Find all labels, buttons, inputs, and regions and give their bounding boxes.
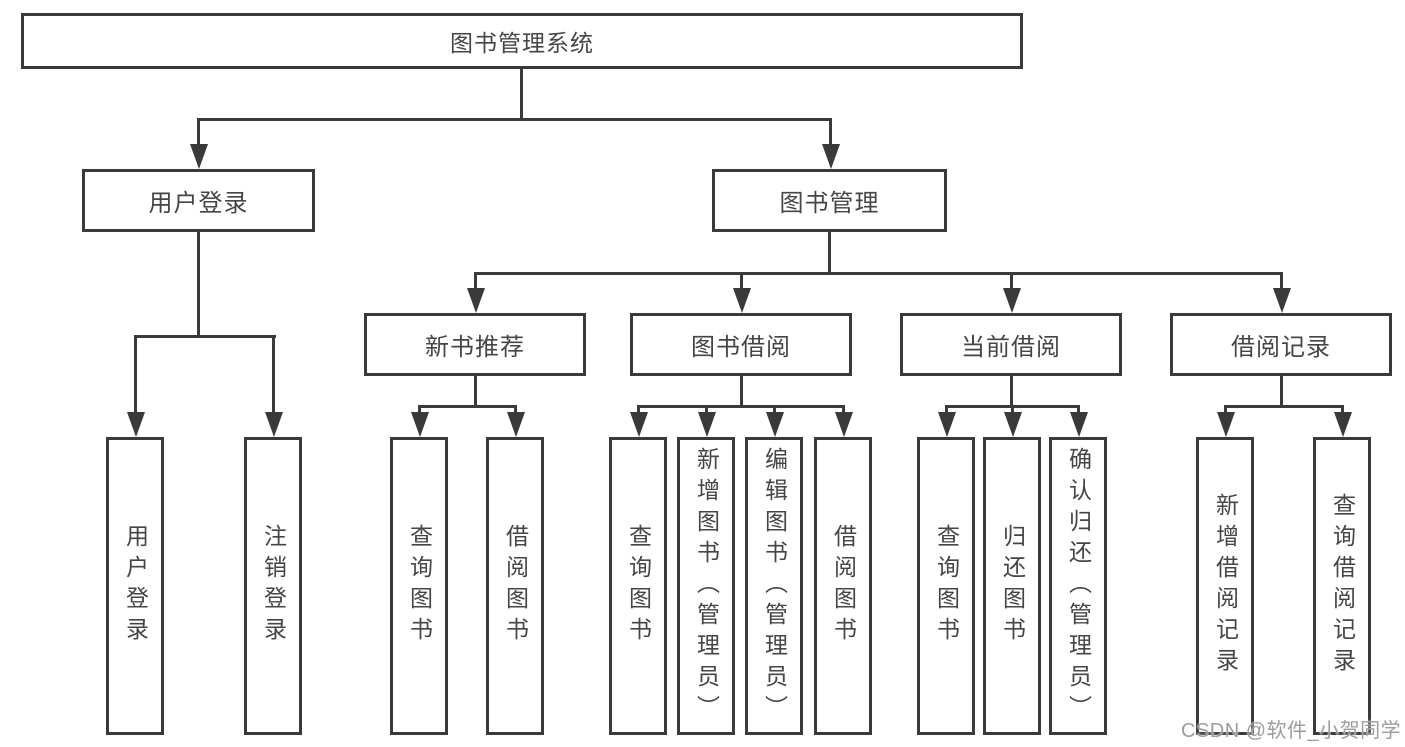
connector xyxy=(1010,376,1013,407)
arrow-down-icon xyxy=(265,412,283,437)
leaf-borrow-books-recommend: 借阅图书 xyxy=(486,437,544,735)
connector xyxy=(1077,405,1080,414)
arrow-down-icon xyxy=(766,412,784,437)
node-label: 新书推荐 xyxy=(425,334,525,361)
leaf-query-books-recommend: 查询图书 xyxy=(390,437,448,735)
node-label: 图书管理 xyxy=(779,190,880,217)
arrow-down-icon xyxy=(1217,412,1235,437)
connector xyxy=(197,118,200,146)
leaf-borrow-books: 借阅图书 xyxy=(814,437,872,735)
connector xyxy=(1280,376,1283,407)
node-label: 图书借阅 xyxy=(691,334,791,361)
leaf-query-books-current: 查询图书 xyxy=(917,437,975,735)
node-book-borrowing: 图书借阅 xyxy=(630,313,852,376)
connector xyxy=(945,405,948,414)
connector xyxy=(1280,272,1283,290)
connector xyxy=(474,376,477,407)
connector xyxy=(740,376,743,407)
node-user-login: 用户登录 xyxy=(82,169,315,232)
node-label: 新增图书（管理员） xyxy=(693,446,720,726)
node-label: 注销登录 xyxy=(260,524,287,648)
node-label: 用户登录 xyxy=(148,190,249,217)
connector xyxy=(474,272,1283,275)
arrow-down-icon xyxy=(835,412,853,437)
node-label: 查询图书 xyxy=(406,524,433,648)
node-label: 编辑图书（管理员） xyxy=(761,446,788,726)
node-label: 新增借阅记录 xyxy=(1212,493,1239,679)
connector xyxy=(514,405,517,414)
connector xyxy=(1224,405,1227,414)
connector xyxy=(1011,405,1014,414)
leaf-user-login: 用户登录 xyxy=(106,437,164,735)
arrow-down-icon xyxy=(733,288,751,313)
arrow-down-icon xyxy=(1004,412,1022,437)
node-label: 归还图书 xyxy=(999,524,1026,648)
leaf-query-borrow-record: 查询借阅记录 xyxy=(1313,437,1371,735)
node-label: 确认归还（管理员） xyxy=(1065,446,1092,726)
node-label: 用户登录 xyxy=(122,524,149,648)
arrow-down-icon xyxy=(1334,412,1352,437)
leaf-add-books-admin: 新增图书（管理员） xyxy=(677,437,735,735)
arrow-down-icon xyxy=(1273,288,1291,313)
connector xyxy=(134,335,276,338)
node-new-book-recommendation: 新书推荐 xyxy=(364,313,586,376)
node-label: 查询图书 xyxy=(625,524,652,648)
arrow-down-icon xyxy=(1003,288,1021,313)
connector xyxy=(474,272,477,290)
leaf-logout: 注销登录 xyxy=(244,437,302,735)
arrow-down-icon xyxy=(190,144,208,169)
arrow-down-icon xyxy=(467,288,485,313)
node-label: 查询图书 xyxy=(933,524,960,648)
leaf-confirm-return-admin: 确认归还（管理员） xyxy=(1049,437,1107,735)
node-book-management: 图书管理 xyxy=(712,169,947,232)
arrow-down-icon xyxy=(127,412,145,437)
arrow-down-icon xyxy=(822,144,840,169)
node-label: 借阅记录 xyxy=(1231,334,1331,361)
connector xyxy=(773,405,776,414)
connector xyxy=(197,232,200,336)
node-label: 借阅图书 xyxy=(502,524,529,648)
connector xyxy=(418,405,517,408)
connector xyxy=(1224,405,1344,408)
connector xyxy=(842,405,845,414)
arrow-down-icon xyxy=(630,412,648,437)
connector xyxy=(828,232,831,274)
connector xyxy=(197,118,832,121)
node-label: 当前借阅 xyxy=(961,334,1061,361)
node-borrowing-records: 借阅记录 xyxy=(1170,313,1392,376)
leaf-query-books-borrowing: 查询图书 xyxy=(609,437,667,735)
connector xyxy=(272,335,275,414)
node-current-borrowing: 当前借阅 xyxy=(900,313,1122,376)
node-label: 图书管理系统 xyxy=(450,30,594,56)
leaf-return-books: 归还图书 xyxy=(983,437,1041,735)
connector xyxy=(418,405,421,414)
connector xyxy=(705,405,708,414)
csdn-watermark: CSDN @软件_小贺同学 xyxy=(1181,720,1402,742)
arrow-down-icon xyxy=(411,412,429,437)
connector xyxy=(637,405,640,414)
arrow-down-icon xyxy=(507,412,525,437)
connector xyxy=(1010,272,1013,290)
arrow-down-icon xyxy=(698,412,716,437)
connector xyxy=(637,405,845,408)
node-library-management-system: 图书管理系统 xyxy=(21,13,1023,69)
arrow-down-icon xyxy=(1070,412,1088,437)
connector xyxy=(829,118,832,146)
connector xyxy=(1341,405,1344,414)
leaf-add-borrow-record: 新增借阅记录 xyxy=(1196,437,1254,735)
node-label: 查询借阅记录 xyxy=(1329,493,1356,679)
node-label: 借阅图书 xyxy=(830,524,857,648)
arrow-down-icon xyxy=(938,412,956,437)
leaf-edit-books-admin: 编辑图书（管理员） xyxy=(745,437,803,735)
connector xyxy=(134,335,137,414)
connector xyxy=(740,272,743,290)
connector xyxy=(520,69,523,119)
